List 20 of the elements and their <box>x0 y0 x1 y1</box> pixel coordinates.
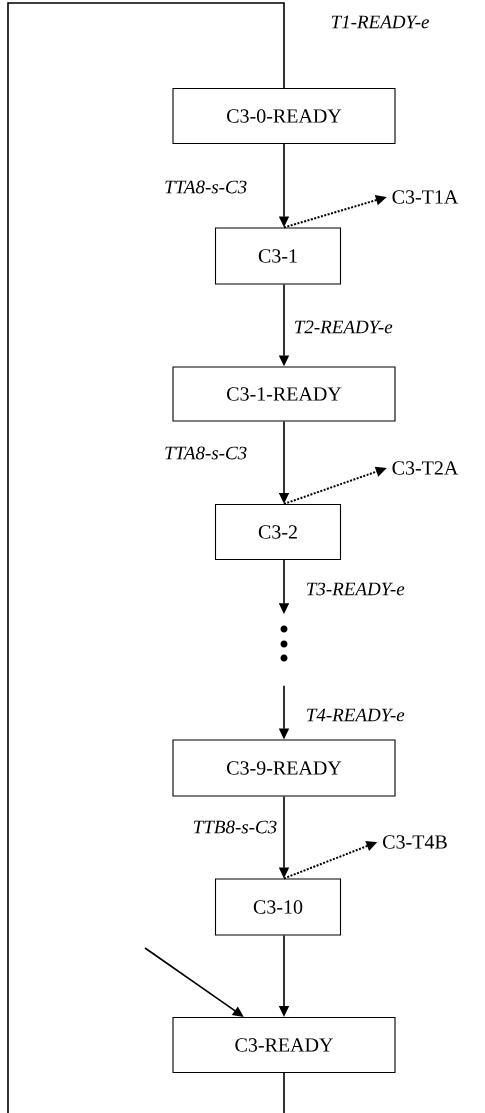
state-box: C3-0-READY <box>172 87 396 145</box>
edge-label: TTA8-s-C3 <box>165 446 247 460</box>
edge-label: T1-READY-e <box>331 15 429 29</box>
state-box: C3-10 <box>214 878 342 936</box>
state-box: C3-9-READY <box>172 739 396 797</box>
state-box: C3-READY <box>172 1016 396 1074</box>
edge-label: T3-READY-e <box>307 582 405 596</box>
edge-label: TTA8-s-C3 <box>165 180 247 194</box>
state-box: C3-1-READY <box>172 366 396 422</box>
state-box: C3-2 <box>214 503 342 561</box>
target-label: C3-T4B <box>383 835 447 849</box>
edge-label: T4-READY-e <box>307 708 405 722</box>
state-box: C3-1 <box>214 227 342 285</box>
edge-label: T2-READY-e <box>295 320 393 334</box>
arrow <box>144 947 244 1017</box>
edge-label: TTB8-s-C3 <box>194 820 277 834</box>
target-label: C3-T1A <box>392 190 459 204</box>
ellipsis-dots <box>280 625 288 662</box>
connector-line <box>7 2 285 1113</box>
target-label: C3-T2A <box>392 461 459 475</box>
